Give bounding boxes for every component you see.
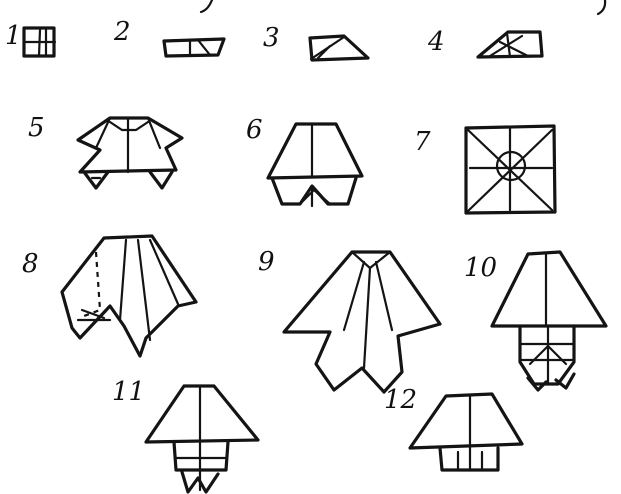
step-number-3: 3 <box>263 23 280 53</box>
step-12-figure <box>410 394 522 470</box>
step-number-9: 9 <box>258 247 275 277</box>
step-6-figure <box>268 124 362 206</box>
step-number-8: 8 <box>22 249 39 279</box>
top-edge-mark <box>201 0 212 12</box>
step-number-12: 12 <box>384 385 417 415</box>
step-3-figure <box>310 36 368 60</box>
step-1-figure <box>24 28 55 56</box>
step-number-4: 4 <box>427 27 445 57</box>
step-number-2: 2 <box>113 17 131 47</box>
step-7-figure <box>466 126 555 213</box>
step-number-1: 1 <box>5 21 22 51</box>
top-edge-mark-right <box>598 0 605 14</box>
step-9-figure <box>284 252 440 392</box>
step-11-figure <box>146 386 258 492</box>
step-8-figure <box>62 236 196 356</box>
step-number-5: 5 <box>28 113 45 143</box>
step-number-10: 10 <box>464 253 497 283</box>
step-number-7: 7 <box>414 127 431 157</box>
step-number-11: 11 <box>112 377 145 407</box>
step-number-6: 6 <box>246 115 263 145</box>
step-5-figure <box>78 118 182 188</box>
step-10-figure <box>492 252 606 390</box>
step-4-figure <box>478 32 542 57</box>
step-2-figure <box>164 39 224 56</box>
